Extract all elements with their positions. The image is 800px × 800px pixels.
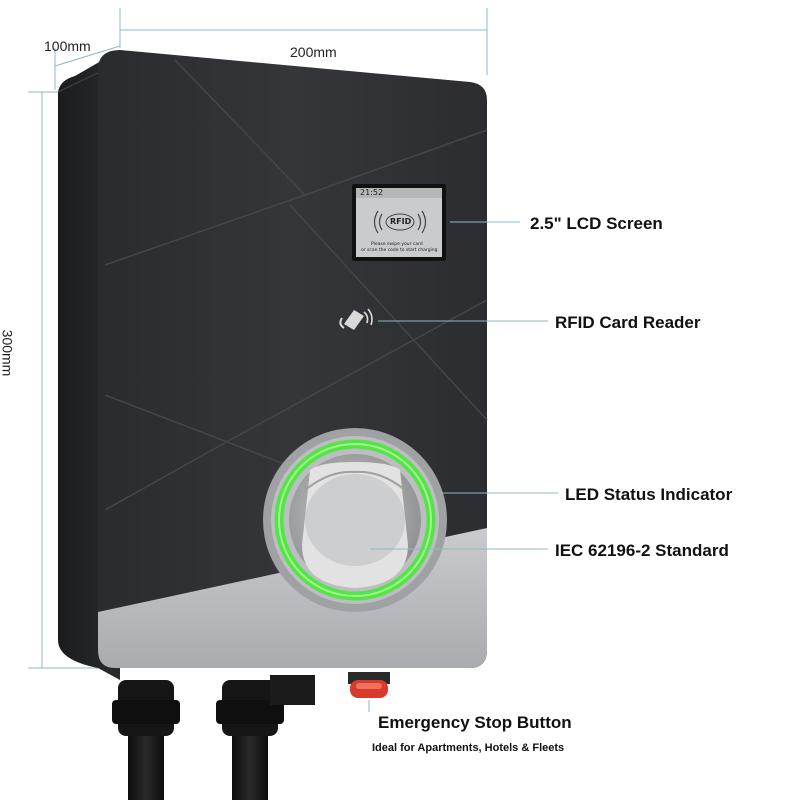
callout-iec-standard: IEC 62196-2 Standard	[555, 541, 729, 560]
width-dimension-label: 200mm	[290, 44, 337, 60]
lcd-rfid-badge: RFID	[390, 217, 412, 226]
lcd-prompt-line1: Please swipe your card	[371, 242, 423, 247]
dimension-lines	[28, 8, 488, 669]
height-dimension-label: 300mm	[0, 329, 16, 377]
rfid-waves-icon	[373, 210, 427, 234]
callout-lcd-screen: 2.5" LCD Screen	[530, 214, 663, 233]
tagline: Ideal for Apartments, Hotels & Fleets	[372, 742, 565, 754]
callout-rfid-reader: RFID Card Reader	[555, 313, 701, 332]
callout-led-indicator: LED Status Indicator	[565, 485, 733, 504]
cables	[112, 675, 315, 800]
rfid-reader-icon	[339, 308, 373, 330]
lcd-prompt-line2: or scan the code to start charging	[361, 248, 438, 253]
decor-lines	[104, 59, 488, 511]
depth-dimension-label: 100mm	[44, 38, 91, 54]
lcd-screen	[352, 184, 446, 261]
leader-lines	[368, 221, 558, 712]
charging-socket	[263, 428, 447, 612]
callout-emergency-stop: Emergency Stop Button	[378, 713, 572, 732]
lcd-time: 21:52	[360, 188, 384, 197]
emergency-stop-button	[348, 672, 390, 698]
